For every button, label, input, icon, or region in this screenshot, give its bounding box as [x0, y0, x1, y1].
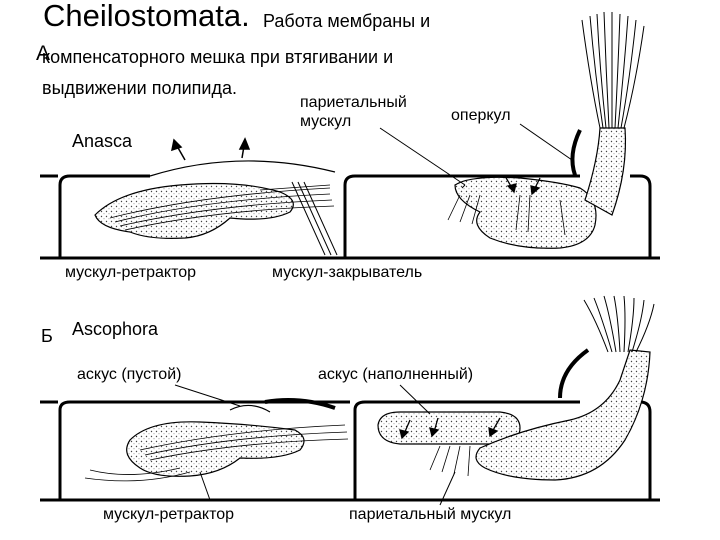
tentacle-crown-b [583, 295, 655, 353]
arrow-icon [171, 137, 251, 161]
title-rest: Работа мембраны и [263, 11, 431, 31]
label-parietal-muscle-a-line1: париетальный [300, 94, 407, 111]
pointer-lines-b [174, 384, 456, 506]
title-line3: выдвижении полипида. [42, 78, 237, 98]
zooid-walls-a [40, 174, 660, 260]
label-ascus-empty: аскус (пустой) [77, 366, 182, 383]
section-a-letter: А [36, 42, 51, 65]
title-line2: компенсаторного мешка при втягивании и [42, 47, 394, 67]
arrow-icon [504, 175, 541, 196]
pointer-lines-a [379, 123, 573, 189]
section-a-name: Anasca [72, 131, 133, 151]
label-retractor-muscle-b: мускул-ретрактор [103, 506, 235, 523]
occlusor-muscle-a [291, 181, 338, 256]
title-main: Cheilostomata. [43, 0, 250, 33]
retractor-muscle-fibres-a [109, 184, 335, 231]
parietal-muscle-fibres-b [429, 445, 471, 477]
extended-polypide-b [475, 349, 651, 481]
ascus-filled [377, 411, 521, 445]
diagram-b [40, 295, 660, 506]
diagram-a [40, 11, 660, 260]
label-parietal-muscle-a-line2: мускул [300, 113, 352, 130]
arrow-icon [399, 417, 501, 440]
retracted-polypide-a [94, 182, 294, 239]
ascus-empty [229, 404, 271, 413]
label-operculum: оперкул [451, 107, 511, 124]
operculum-a [570, 129, 582, 176]
extended-polypide-a [454, 176, 597, 249]
frontal-membrane-a [149, 160, 336, 177]
label-parietal-muscle-b: париетальный мускул [349, 506, 512, 523]
label-ascus-filled: аскус (наполненный) [318, 366, 474, 383]
tentacle-crown-a [581, 11, 645, 129]
polypide-neck-a [584, 127, 627, 216]
parietal-muscle-fibres-a [447, 194, 566, 236]
operculum-b [264, 398, 336, 410]
label-retractor-muscle-a: мускул-ретрактор [65, 264, 197, 281]
label-occlusor-muscle: мускул-закрыватель [272, 264, 423, 281]
retractor-muscle-fibres-b [84, 424, 349, 482]
section-b-name: Ascophora [72, 319, 159, 339]
zooid-walls-b [40, 400, 660, 502]
section-b-letter: Б [41, 326, 53, 346]
operculum-extended-b [558, 348, 590, 399]
